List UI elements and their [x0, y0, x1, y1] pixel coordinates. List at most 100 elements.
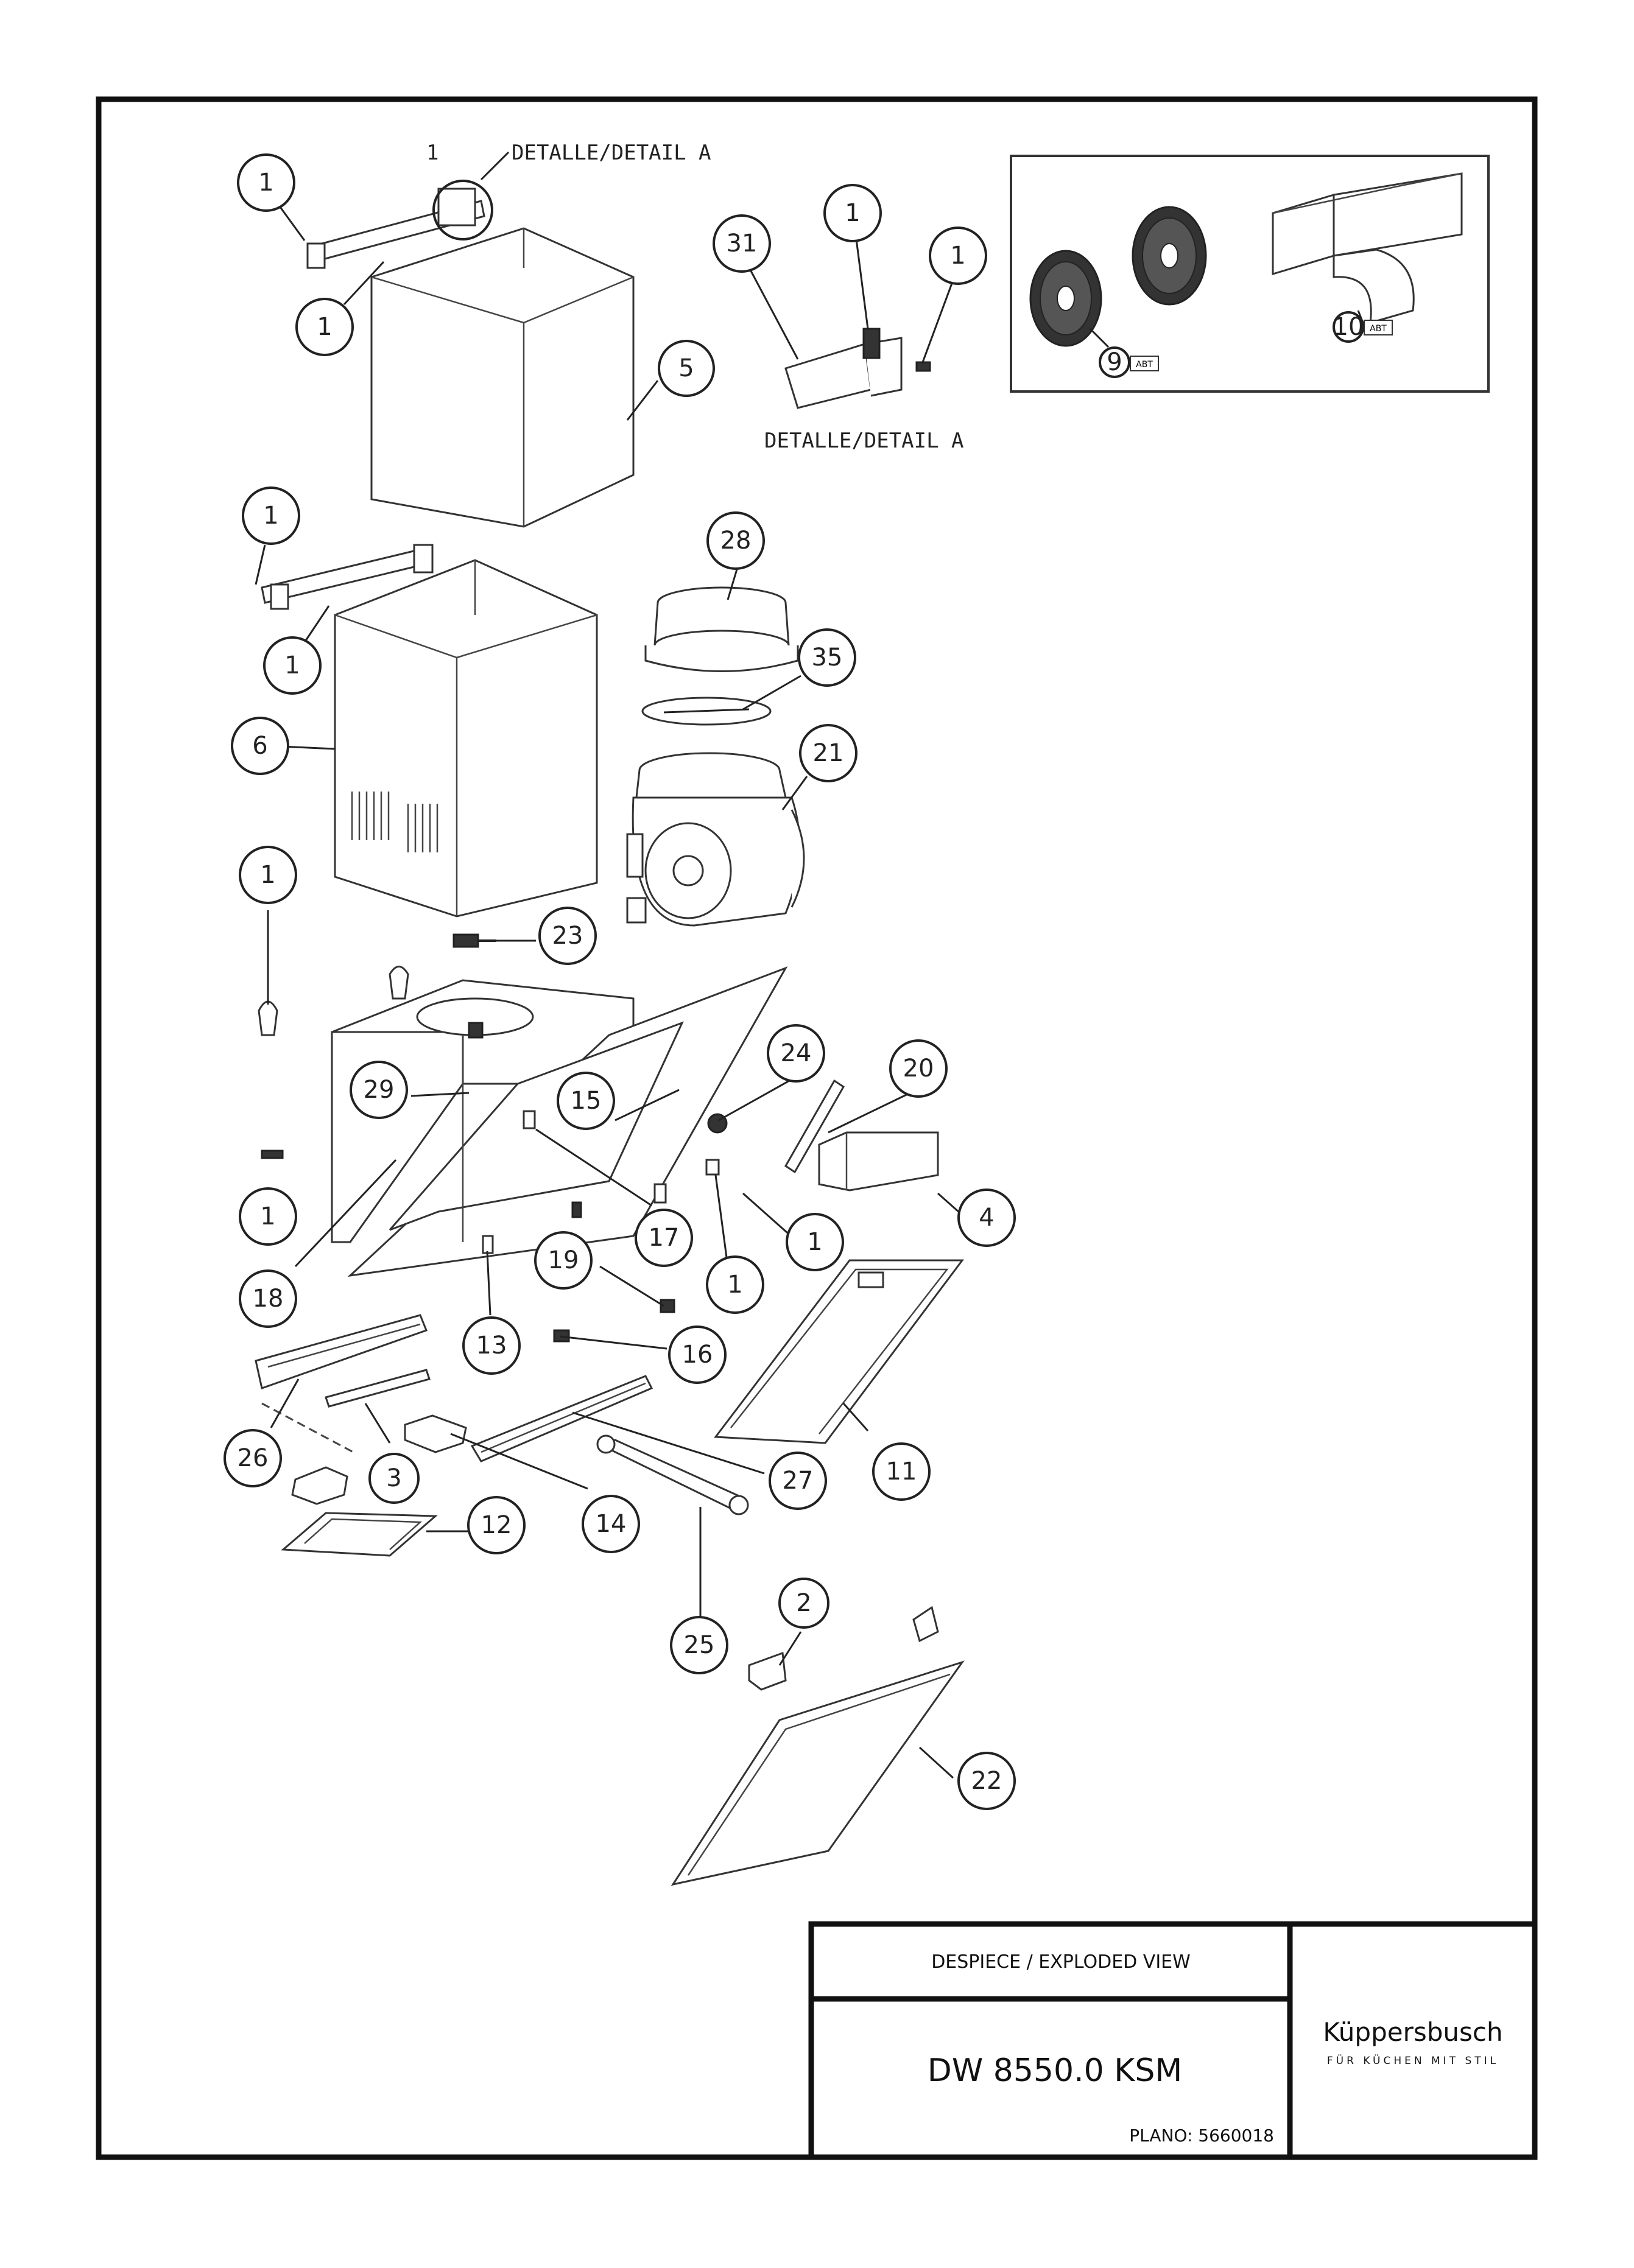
callout-1-left-fixing-label: 1 — [260, 861, 275, 889]
callout-35: 35 — [798, 628, 856, 687]
callout-2: 2 — [778, 1578, 829, 1629]
title-block-plano: PLANO: 5660018 — [1129, 2126, 1274, 2146]
lamp-holder-26 — [255, 1314, 428, 1389]
callout-2-label: 2 — [796, 1589, 811, 1617]
callout-15: 15 — [557, 1072, 615, 1130]
callout-9-label: 9 — [1107, 348, 1122, 376]
accessory-box — [1010, 155, 1490, 393]
callout-1-lower-bracket-top-label: 1 — [263, 502, 278, 530]
callout-1-detail-a-top: 1 — [823, 184, 882, 242]
callout-6: 6 — [231, 717, 289, 775]
callout-3-label: 3 — [386, 1464, 401, 1492]
callout-23-label: 23 — [552, 922, 583, 950]
callout-5-label: 5 — [678, 354, 694, 382]
callout-16: 16 — [668, 1325, 727, 1384]
callout-1-right-screw: 1 — [786, 1213, 844, 1271]
callout-26-label: 26 — [238, 1444, 269, 1472]
vent-slots — [351, 792, 438, 852]
callout-1-chimney-bracket: 1 — [295, 298, 354, 356]
callout-3: 3 — [368, 1453, 420, 1504]
bracket-lower — [291, 1466, 348, 1505]
detail-a-bracket — [784, 328, 931, 409]
callout-19-label: 19 — [548, 1246, 579, 1274]
rail-27 — [470, 1375, 653, 1462]
lower-chimney — [334, 559, 598, 918]
callout-5: 5 — [658, 340, 715, 397]
callout-31: 31 — [713, 214, 771, 273]
front-panel-22 — [671, 1660, 965, 1886]
callout-11: 11 — [872, 1442, 931, 1501]
callout-10-label: 10 — [1333, 313, 1364, 341]
hinge-2 — [748, 1606, 939, 1691]
title-block-heading: DESPIECE / EXPLODED VIEW — [931, 1951, 1191, 1973]
callout-20-label: 20 — [903, 1055, 934, 1083]
callout-23: 23 — [538, 907, 597, 965]
detail-label-top: DETALLE/DETAIL A — [512, 141, 711, 165]
detail-a-circle — [432, 180, 493, 240]
callout-11-label: 11 — [886, 1458, 917, 1486]
motor-21 — [626, 752, 805, 927]
callout-1-detail-a-right-label: 1 — [950, 242, 965, 270]
carbon-filter-right — [1132, 206, 1207, 306]
callout-20: 20 — [889, 1039, 948, 1098]
opt-tag-10-label: ABT — [1370, 324, 1387, 334]
upper-chimney-bracket — [306, 188, 485, 269]
brand-logo: Küppersbusch — [1323, 2017, 1502, 2047]
callout-1-right-screw-label: 1 — [807, 1228, 822, 1256]
grease-filter-11 — [714, 1259, 964, 1444]
callout-1-left-fixing: 1 — [239, 846, 297, 904]
callout-21: 21 — [799, 724, 857, 782]
backdraft-plate-35 — [641, 697, 772, 726]
title-block-model: DW 8550.0 KSM — [928, 2052, 1182, 2089]
callout-1-lower-bracket-bottom-label: 1 — [284, 651, 300, 679]
callout-27-label: 27 — [783, 1467, 814, 1495]
callout-1-detail-a-right: 1 — [929, 226, 987, 285]
brand-tagline: FÜR KÜCHEN MIT STIL — [1327, 2054, 1499, 2067]
glass-panel-12 — [281, 1512, 438, 1557]
callout-27: 27 — [769, 1452, 827, 1510]
opt-tag-9 — [1130, 356, 1159, 371]
callout-28: 28 — [706, 511, 765, 570]
title-block: DESPIECE / EXPLODED VIEW DW 8550.0 KSM P… — [808, 1921, 1538, 2160]
callout-24-label: 24 — [781, 1039, 812, 1067]
callout-13: 13 — [462, 1316, 521, 1375]
callout-14: 14 — [582, 1495, 640, 1553]
control-box-4 — [818, 1131, 939, 1192]
callout-25-label: 25 — [684, 1631, 715, 1659]
air-outlet-28 — [644, 586, 799, 672]
lamp-cover-14 — [404, 1414, 467, 1453]
callout-1-left-screw: 1 — [239, 1187, 297, 1246]
callout-25: 25 — [670, 1616, 728, 1674]
lamp-3 — [261, 1369, 431, 1453]
leader-lines — [255, 206, 966, 1779]
carbon-filter-left — [1029, 250, 1102, 347]
callout-12: 12 — [467, 1496, 526, 1554]
upper-chimney — [370, 227, 635, 528]
callout-12-label: 12 — [481, 1511, 512, 1539]
callout-4-label: 4 — [979, 1204, 994, 1232]
callout-15-label: 15 — [571, 1087, 602, 1115]
cable-23 — [453, 933, 496, 948]
callout-1-left-screw-label: 1 — [260, 1202, 275, 1231]
detail-label-bottom: DETALLE/DETAIL A — [764, 429, 964, 453]
callout-1-center-clip-label: 1 — [727, 1271, 742, 1299]
callout-6-label: 6 — [252, 732, 267, 760]
callout-4: 4 — [957, 1188, 1016, 1247]
callout-14-label: 14 — [596, 1510, 627, 1538]
callout-13-label: 13 — [476, 1332, 507, 1360]
callout-10: 10 — [1333, 311, 1364, 343]
callout-17: 17 — [635, 1209, 693, 1267]
callout-1-top-left: 1 — [237, 153, 295, 212]
callout-35-label: 35 — [812, 644, 843, 672]
callout-24: 24 — [767, 1024, 825, 1083]
opt-tag-9-label: ABT — [1136, 360, 1153, 370]
gas-spring-25 — [596, 1434, 749, 1515]
detail-marker: 1 — [426, 141, 438, 165]
control-strip-20 — [784, 1079, 845, 1174]
lower-chimney-bracket — [261, 544, 434, 610]
callout-1-lower-bracket-bottom: 1 — [263, 636, 322, 695]
callout-18-label: 18 — [253, 1285, 284, 1313]
callout-28-label: 28 — [720, 527, 752, 555]
callout-17-label: 17 — [649, 1224, 680, 1252]
